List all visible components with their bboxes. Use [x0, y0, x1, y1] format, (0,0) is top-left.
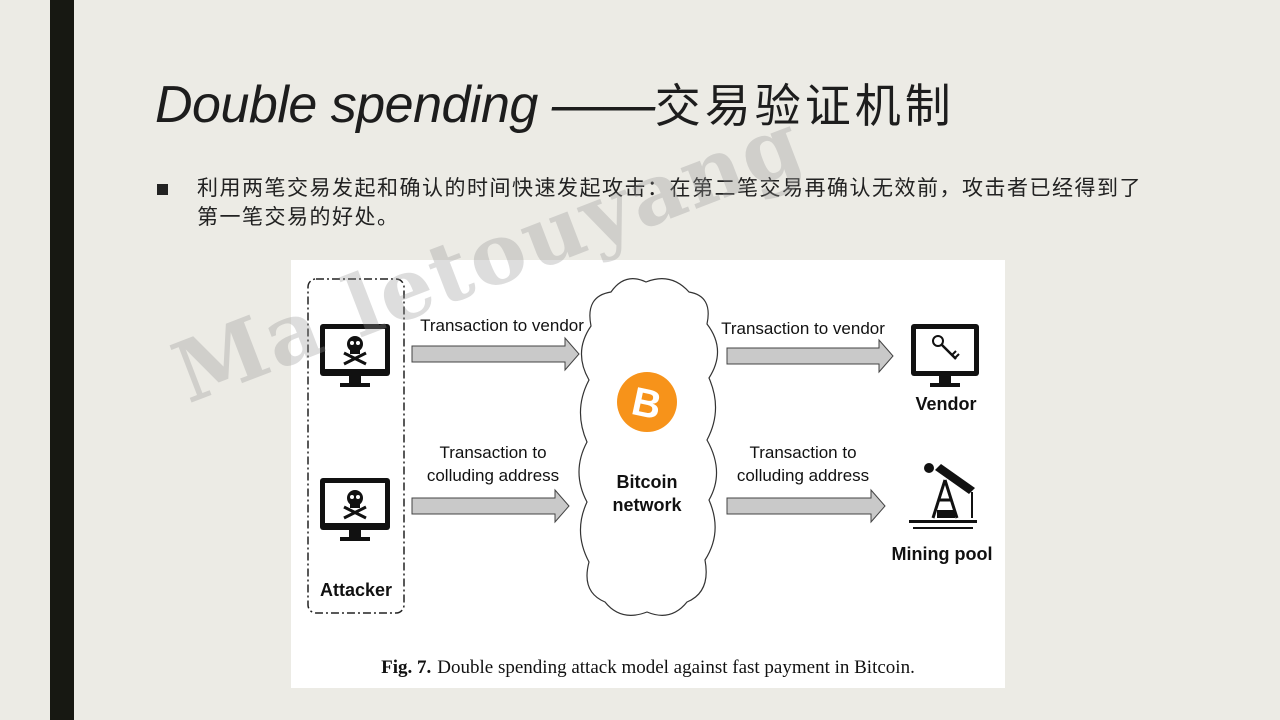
arrow-label-bottom-left-2: colluding address [427, 466, 559, 485]
attacker-computer-top-icon [320, 324, 390, 387]
caption-text: Double spending attack model against fas… [437, 657, 915, 678]
title-english: Double spending [155, 76, 538, 134]
mining-pool-label: Mining pool [892, 544, 993, 564]
network-label-line1: Bitcoin [617, 472, 678, 492]
arrow-network-to-vendor [726, 338, 894, 374]
slide-left-bar [50, 0, 74, 720]
arrow-label-bottom-right-2: colluding address [737, 466, 869, 485]
attacker-group-box [307, 278, 405, 614]
arrow-attacker-to-network-bottom [411, 488, 570, 524]
vendor-computer-key-icon [911, 324, 979, 387]
bullet-text: 利用两笔交易发起和确认的时间快速发起攻击：在第二笔交易再确认无效前，攻击者已经得… [197, 176, 1142, 229]
network-label-line2: network [612, 495, 682, 515]
mining-pool-pumpjack-icon [909, 463, 977, 529]
bitcoin-logo-icon: B [617, 372, 677, 432]
vendor-label: Vendor [915, 394, 976, 414]
caption-prefix: Fig. 7. [381, 657, 432, 678]
arrow-network-to-pool [726, 488, 886, 524]
figure-diagram: Attacker Transaction to vendor Transacti… [307, 278, 993, 616]
bullet-square-icon [157, 184, 168, 195]
arrow-label-bottom-left-1: Transaction to [439, 443, 546, 462]
figure-caption: Fig. 7.Double spending attack model agai… [291, 657, 1005, 679]
attacker-label: Attacker [320, 580, 392, 600]
title-chinese: 交易验证机制 [654, 79, 955, 133]
arrow-attacker-to-network-top [411, 336, 580, 372]
figure-double-spending: Attacker Transaction to vendor Transacti… [291, 260, 1005, 688]
attacker-computer-bottom-icon [320, 478, 390, 541]
arrow-label-top-left: Transaction to vendor [420, 316, 584, 335]
arrow-label-bottom-right-1: Transaction to [749, 443, 856, 462]
bitcoin-network-cloud [578, 278, 719, 616]
title-dash: —— [537, 76, 656, 134]
arrow-label-top-right: Transaction to vendor [721, 319, 885, 338]
slide-title: Double spending ——交易验证机制 [155, 70, 955, 136]
